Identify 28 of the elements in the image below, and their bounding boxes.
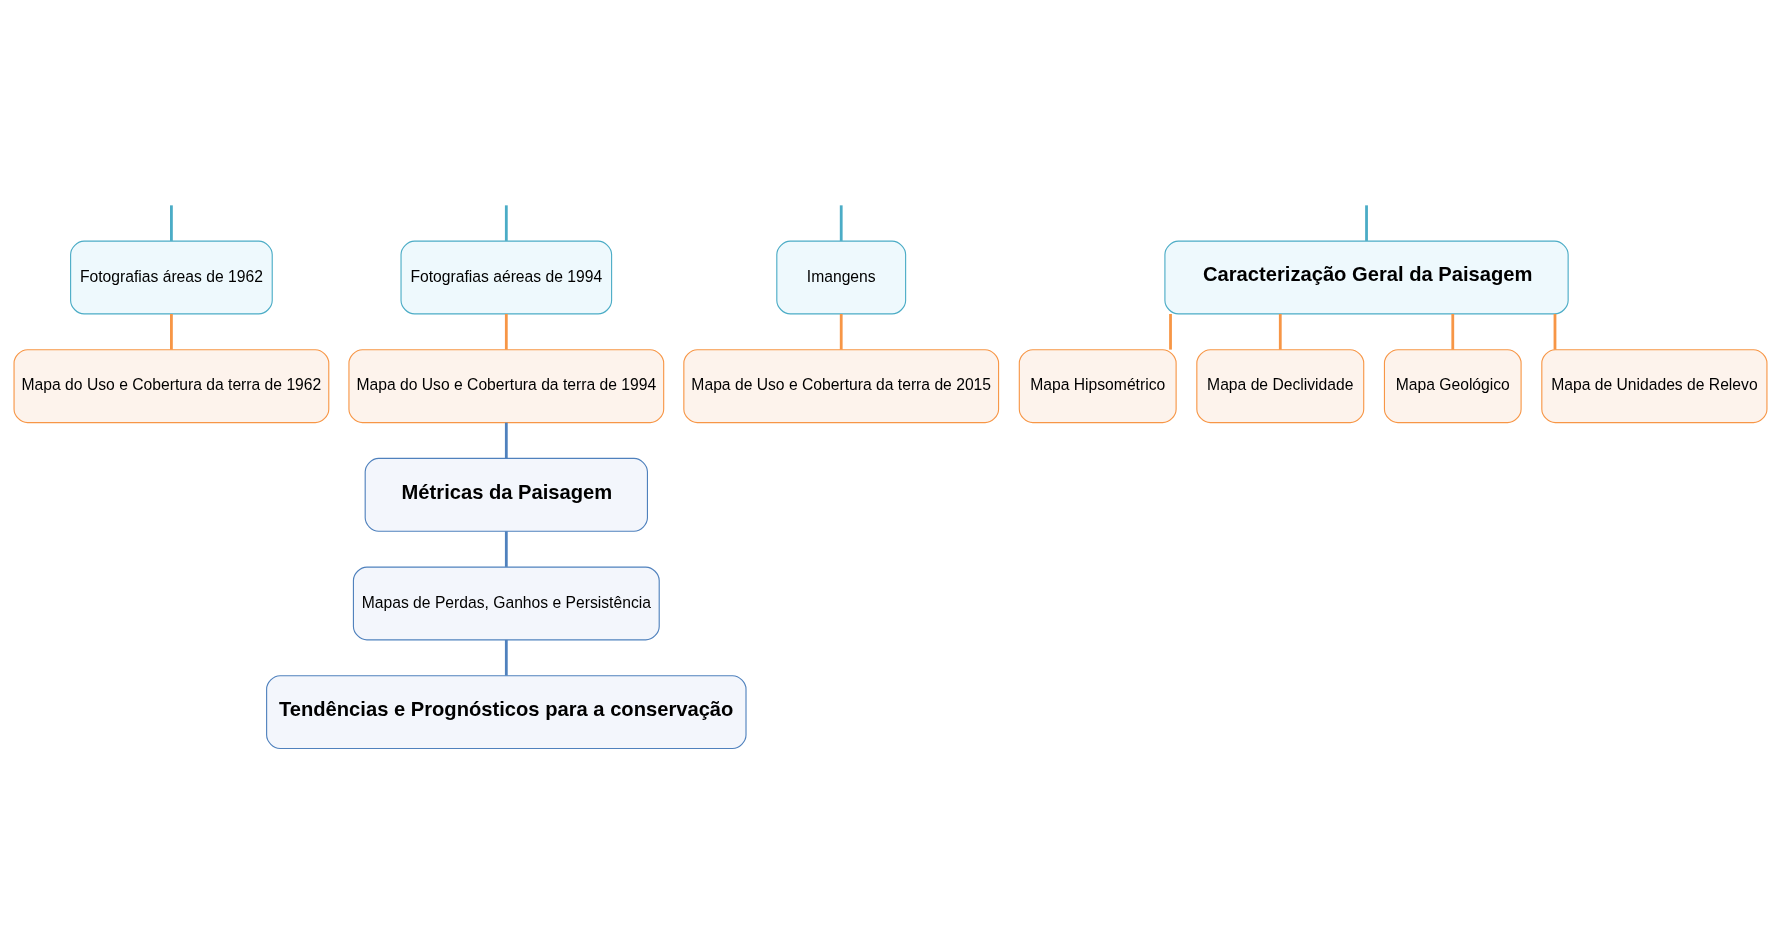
connector <box>1451 313 1455 350</box>
connector <box>504 313 508 350</box>
node-box: Fotografias áreas de 1962 <box>70 240 273 314</box>
node-box: Mapa do Uso e Cobertura da terra de 1962 <box>13 348 330 423</box>
connector <box>170 313 173 350</box>
node-box: Mapa de Declividade <box>1196 348 1365 423</box>
node-box: Mapas de Perdas, Ganhos e Persistência <box>352 566 660 640</box>
connector <box>504 204 508 241</box>
connector <box>839 313 843 350</box>
node-box: Mapa do Uso e Cobertura da terra de 1994 <box>348 348 665 423</box>
node-box: Métricas da Paisagem <box>364 457 648 532</box>
connector <box>1169 313 1172 350</box>
node-box: Mapa de Uso e Cobertura da terra de 2015 <box>683 348 1000 423</box>
node-box: Fotografias aéreas de 1994 <box>400 240 613 314</box>
connector <box>1278 313 1282 350</box>
node-box: Mapa Hipsométrico <box>1018 348 1177 423</box>
node-box: Imangens <box>776 240 907 314</box>
node-box: Mapa Geológico <box>1383 348 1522 423</box>
connector <box>504 530 508 567</box>
connector <box>504 639 508 676</box>
connector <box>839 204 843 241</box>
connector <box>1553 313 1557 350</box>
node-box: Mapa de Unidades de Relevo <box>1541 348 1768 423</box>
connector <box>170 204 173 241</box>
connector <box>1365 204 1368 241</box>
connector <box>504 422 508 458</box>
node-box: Caracterização Geral da Paisagem <box>1164 240 1569 314</box>
node-box: Tendências e Prognósticos para a conservação <box>266 674 747 749</box>
